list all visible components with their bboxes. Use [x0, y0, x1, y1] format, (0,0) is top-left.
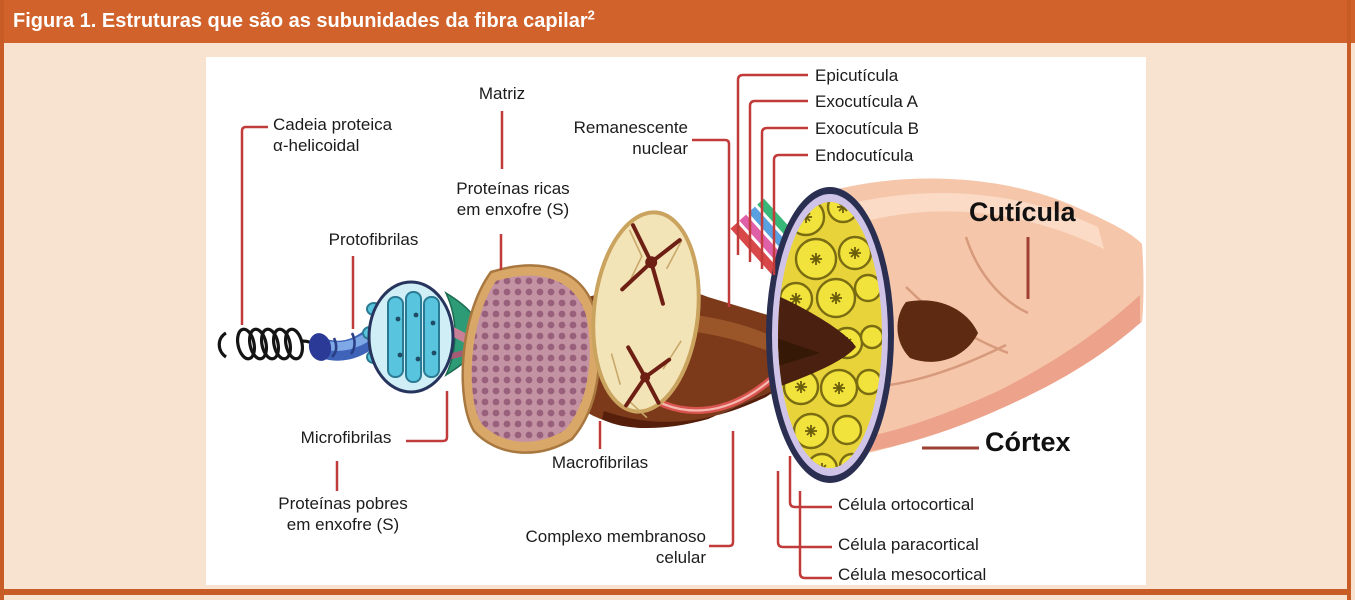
label-epicuticula: Epicutícula: [815, 66, 899, 85]
protofibril-art: [308, 327, 382, 361]
leader-epicuticula: [736, 73, 808, 255]
figure-reference-superscript: 2: [587, 7, 595, 23]
label-complexo-membranoso-celular: Complexo membranoso celular: [525, 527, 706, 567]
leader-celula-paracortical: [776, 471, 832, 549]
label-proteinas-pobres-em-enxofre: Proteínas pobres em enxofre (S): [278, 494, 408, 534]
label-protofibrilas: Protofibrilas: [328, 230, 419, 249]
label-cuticula: Cutícula: [969, 197, 1076, 227]
frame-border-left: [0, 0, 4, 600]
label-endocuticula: Endocutícula: [815, 146, 914, 165]
label-cadeia-proteica: Cadeia proteica α-helicoidal: [273, 115, 393, 155]
hair-fiber-diagram: Cadeia proteica α-helicoidal Matriz Prot…: [206, 57, 1146, 585]
label-cortex: Córtex: [985, 427, 1071, 457]
figure-title: Figura 1. Estruturas que são as subunida…: [13, 10, 588, 32]
leader-remanescente-nuclear: [692, 138, 731, 307]
leader-celula-ortocortical: [788, 456, 832, 509]
leader-exocuticula-b: [760, 126, 808, 269]
figure-title-bar: Figura 1. Estruturas que são as subunida…: [0, 0, 1355, 43]
label-proteinas-ricas-em-enxofre: Proteínas ricas em enxofre (S): [456, 179, 570, 219]
nuclear-remnant-art: [591, 210, 701, 419]
label-exocuticula-b: Exocutícula B: [815, 119, 919, 138]
label-celula-ortocortical: Célula ortocortical: [838, 495, 975, 514]
leader-microfibrilas: [406, 391, 449, 443]
microfibril-art: [362, 280, 455, 394]
label-celula-mesocortical: Célula mesocortical: [838, 565, 987, 584]
leader-lines: [240, 73, 1030, 580]
label-remanescente-nuclear: Remanescente nuclear: [573, 118, 688, 158]
cortex-cross-section-art: [766, 187, 894, 483]
hair-fiber-illustration: [217, 73, 1144, 580]
leader-exocuticula-a: [748, 99, 808, 262]
leader-endocuticula: [772, 153, 808, 275]
leader-celula-mesocortical: [798, 491, 832, 580]
label-matriz: Matriz: [478, 84, 526, 103]
label-macrofibrilas: Macrofibrilas: [551, 453, 649, 472]
alpha-helix-art: [217, 327, 319, 361]
label-microfibrilas: Microfibrilas: [300, 428, 392, 447]
macrofibril-cross-section-art: [441, 264, 601, 454]
label-celula-paracortical: Célula paracortical: [838, 535, 979, 554]
frame-border-right: [1347, 0, 1351, 600]
leader-complexo-membranoso: [709, 431, 735, 548]
frame-border-bottom: [0, 589, 1351, 595]
label-exocuticula-a: Exocutícula A: [815, 92, 919, 111]
leader-cadeia-proteica: [240, 125, 268, 325]
